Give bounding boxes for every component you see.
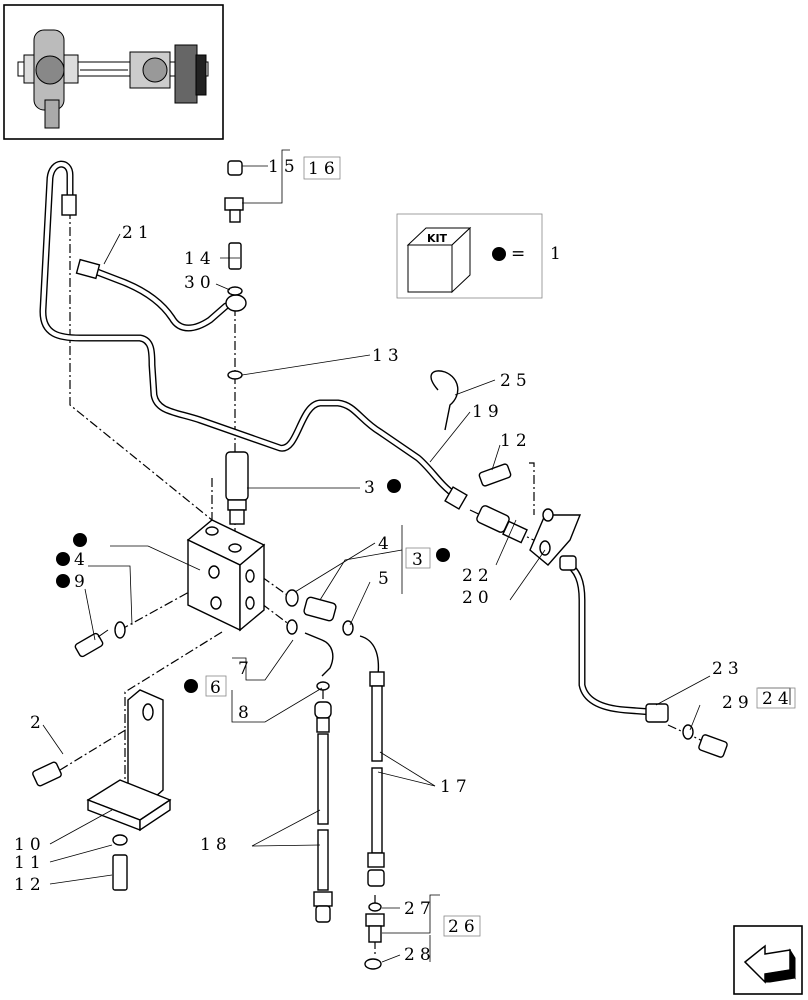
callout-30: 30 — [184, 273, 216, 293]
kit-legend: KIT = 1 — [396, 213, 566, 299]
callout-11: 11 — [14, 853, 46, 873]
callout-3-boxed: 3 — [412, 550, 428, 570]
callout-25: 25 — [500, 371, 532, 391]
kit-badge: KIT — [427, 232, 448, 245]
kit-dot-icon — [73, 533, 87, 547]
callout-20: 20 — [462, 588, 494, 608]
callout-19: 19 — [472, 402, 504, 422]
adaptor-3 — [225, 451, 249, 525]
callout-4-left: 4 — [74, 550, 90, 570]
block-fasteners — [74, 589, 354, 691]
right-assembly — [476, 505, 728, 758]
callout-labels: 1 2 3 3 4 4 5 6 7 8 9 10 11 12 12 13 14 … — [14, 157, 794, 965]
callout-10: 10 — [14, 835, 46, 855]
callout-22: 22 — [462, 566, 494, 586]
callout-27: 27 — [404, 899, 436, 919]
leader-lines — [42, 149, 791, 963]
callout-15: 15 — [268, 157, 300, 177]
kit-dot-icon — [387, 479, 401, 493]
callout-2: 2 — [30, 713, 46, 733]
hose-17 — [359, 635, 385, 970]
kit-dot-icon — [492, 247, 506, 261]
callout-4: 4 — [378, 534, 394, 554]
callout-3: 3 — [364, 478, 380, 498]
previous-page-arrow-icon[interactable] — [733, 925, 803, 995]
callout-28: 28 — [404, 945, 436, 965]
kit-cube-icon — [406, 226, 472, 294]
kit-dot-icon — [436, 548, 450, 562]
callout-7: 7 — [238, 659, 254, 679]
callout-12-right: 12 — [500, 431, 532, 451]
hose-18 — [313, 701, 333, 923]
callout-21: 21 — [122, 223, 154, 243]
pipe-21 — [75, 258, 247, 332]
callout-6-boxed: 6 — [210, 678, 226, 698]
kit-value: 1 — [550, 244, 566, 264]
callout-24-boxed: 24 — [762, 689, 794, 709]
kit-dot-icon — [56, 574, 70, 588]
valve-block — [186, 519, 266, 632]
fittings-top — [224, 160, 244, 380]
bracket-10 — [32, 689, 172, 891]
callout-14: 14 — [184, 249, 216, 269]
callout-18: 18 — [200, 835, 232, 855]
kit-dot-icon — [56, 552, 70, 566]
callout-29: 29 — [722, 693, 754, 713]
callout-8: 8 — [238, 703, 254, 723]
callout-23: 23 — [712, 659, 744, 679]
callout-5: 5 — [378, 569, 394, 589]
callout-16-boxed: 16 — [308, 159, 340, 179]
axle-thumbnail[interactable] — [3, 4, 224, 140]
axle-thumbnail-drawing — [17, 29, 209, 129]
kit-dot-icon — [184, 679, 198, 693]
callout-13: 13 — [372, 346, 404, 366]
pipe-19 — [39, 160, 468, 510]
callout-17: 17 — [440, 777, 472, 797]
kit-equals: = — [511, 244, 530, 264]
callout-26-boxed: 26 — [448, 917, 480, 937]
callout-9: 9 — [74, 572, 90, 592]
kit-markers — [56, 479, 450, 693]
reference-boxes — [205, 156, 796, 937]
callout-12: 12 — [14, 875, 46, 895]
